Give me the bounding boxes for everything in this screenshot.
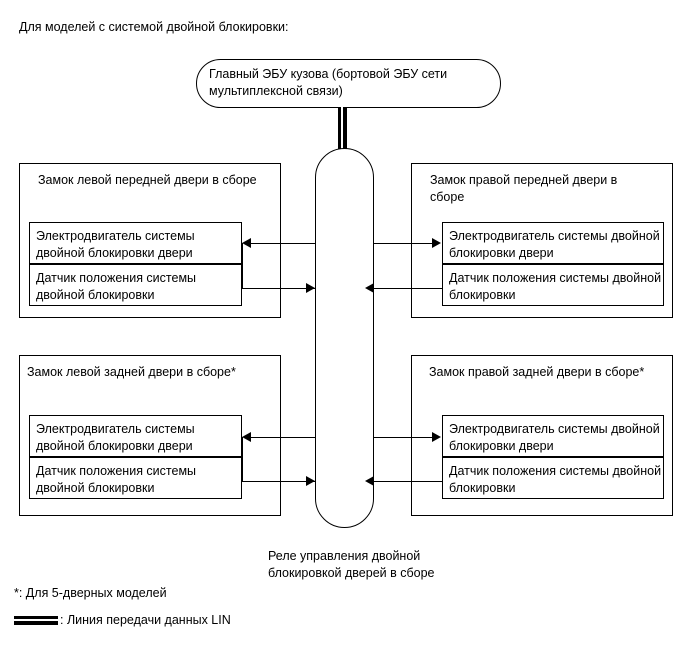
double-lock-relay-capsule bbox=[315, 148, 374, 528]
front-left-lock-title: Замок левой передней двери в сборе bbox=[38, 173, 257, 187]
front-right-sensor-link-h bbox=[374, 288, 442, 289]
rear-right-sensor-link-h bbox=[374, 481, 442, 482]
front-left-motor-box: Электродвигатель системы двойной блокиро… bbox=[29, 222, 242, 264]
body-ecu-label: Главный ЭБУ кузова (бортовой ЭБУ сети му… bbox=[209, 67, 448, 98]
front-left-motor-arrow bbox=[242, 238, 251, 248]
relay-caption: Реле управления двойной блокировкой двер… bbox=[268, 549, 435, 580]
legend-lin-row: : Линия передачи данных LIN bbox=[14, 612, 231, 628]
front-right-motor-box: Электродвигатель системы двойной блокиро… bbox=[442, 222, 664, 264]
front-right-lock-title: Замок правой передней двери в сборе bbox=[430, 173, 618, 204]
front-right-sensor-box: Датчик положения системы двойной блокиро… bbox=[442, 264, 664, 306]
rear-left-sensor-arrow bbox=[306, 476, 315, 486]
lin-bus-line bbox=[338, 107, 347, 151]
rear-right-lock-box bbox=[411, 355, 673, 516]
front-right-motor-arrow bbox=[432, 238, 441, 248]
front-right-lock-box bbox=[411, 163, 673, 318]
footnote-five-door: *: Для 5-дверных моделей bbox=[14, 586, 167, 600]
rear-left-motor-box: Электродвигатель системы двойной блокиро… bbox=[29, 415, 242, 457]
front-left-sensor-box: Датчик положения системы двойной блокиро… bbox=[29, 264, 242, 306]
rear-left-lock-box bbox=[19, 355, 281, 516]
rear-left-sensor-box: Датчик положения системы двойной блокиро… bbox=[29, 457, 242, 499]
front-right-sensor-arrow bbox=[365, 283, 374, 293]
rear-right-motor-box: Электродвигатель системы двойной блокиро… bbox=[442, 415, 664, 457]
rear-left-sensor-link-h bbox=[242, 481, 316, 482]
rear-right-motor-link-h bbox=[374, 437, 433, 438]
body-ecu-box bbox=[196, 59, 501, 108]
rear-left-lock-title: Замок левой задней двери в сборе* bbox=[27, 365, 236, 379]
rear-right-lock-title: Замок правой задней двери в сборе* bbox=[429, 365, 645, 379]
front-left-sensor-link-v bbox=[242, 243, 243, 289]
lin-line-icon bbox=[14, 615, 58, 625]
legend-lin-label: : Линия передачи данных LIN bbox=[60, 613, 231, 627]
rear-left-sensor-link-v bbox=[242, 437, 243, 482]
front-right-motor-link-h bbox=[374, 243, 433, 244]
front-left-sensor-arrow bbox=[306, 283, 315, 293]
rear-right-sensor-arrow bbox=[365, 476, 374, 486]
rear-right-sensor-box: Датчик положения системы двойной блокиро… bbox=[442, 457, 664, 499]
rear-left-motor-link-h bbox=[251, 437, 316, 438]
page-title: Для моделей с системой двойной блокировк… bbox=[19, 20, 289, 34]
front-left-lock-box bbox=[19, 163, 281, 318]
front-left-sensor-link-h bbox=[242, 288, 316, 289]
front-left-motor-link-h bbox=[251, 243, 316, 244]
rear-right-motor-arrow bbox=[432, 432, 441, 442]
rear-left-motor-arrow bbox=[242, 432, 251, 442]
